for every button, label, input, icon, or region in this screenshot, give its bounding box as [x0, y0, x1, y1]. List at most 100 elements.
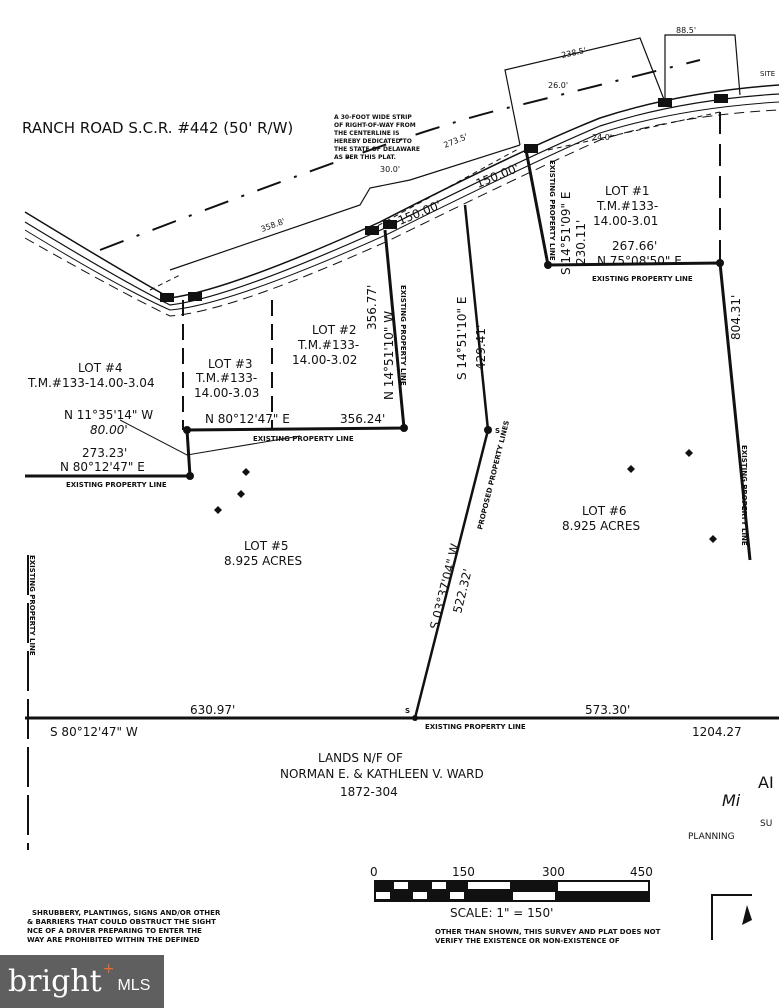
svg-text:T.M.#133-: T.M.#133-: [596, 199, 658, 213]
svg-text:NORMAN E. & KATHLEEN V. WARD: NORMAN E. & KATHLEEN V. WARD: [280, 767, 484, 781]
svg-text:804.31': 804.31': [729, 295, 743, 340]
svg-text:30.0': 30.0': [380, 165, 400, 174]
svg-text:EXISTING PROPERTY LINE: EXISTING PROPERTY LINE: [66, 481, 167, 489]
north-arrow-icon: [742, 905, 752, 925]
svg-text:N 75°08'50" E: N 75°08'50" E: [597, 254, 682, 268]
svg-text:& BARRIERS THAT COULD OBSTRUCT: & BARRIERS THAT COULD OBSTRUCT THE SIGHT: [27, 918, 216, 926]
svg-text:NCE OF A DRIVER PREPARING TO E: NCE OF A DRIVER PREPARING TO ENTER THE: [27, 927, 202, 935]
svg-text:273.23': 273.23': [82, 446, 127, 460]
neighbor-label: LANDS N/F OF NORMAN E. & KATHLEEN V. WAR…: [280, 751, 484, 799]
svg-text:S 80°12'47" W: S 80°12'47" W: [50, 725, 138, 739]
svg-text:630.97': 630.97': [190, 703, 235, 717]
lot-1-label: LOT #1T.M.#133-14.00-3.01: [593, 184, 658, 228]
svg-text:80.00': 80.00': [90, 423, 128, 437]
svg-text:267.66': 267.66': [612, 239, 657, 253]
svg-text:8.925 ACRES: 8.925 ACRES: [224, 554, 302, 568]
svg-text:SITE: SITE: [760, 70, 775, 78]
bearings: S 14°51'09" E 230.11' 267.66' N 75°08'50…: [50, 192, 743, 739]
svg-text:8.925 ACRES: 8.925 ACRES: [562, 519, 640, 533]
svg-text:S 14°51'10" E: S 14°51'10" E: [455, 297, 469, 380]
svg-text:T.M.#133-14.00-3.04: T.M.#133-14.00-3.04: [27, 376, 155, 390]
title-block: AI Mi SU PLANNING: [688, 773, 774, 940]
svg-text:EXISTING PROPERTY LINE: EXISTING PROPERTY LINE: [399, 285, 407, 386]
entrance-markers: [160, 94, 728, 302]
svg-text:LANDS N/F OF: LANDS N/F OF: [318, 751, 403, 765]
scale-label: SCALE: 1" = 150': [450, 906, 553, 920]
svg-text:N 14°51'10" W: N 14°51'10" W: [382, 311, 396, 400]
svg-text:OTHER THAN SHOWN, THIS SURVEY: OTHER THAN SHOWN, THIS SURVEY AND PLAT D…: [435, 928, 661, 936]
svg-text:LOT #1: LOT #1: [605, 184, 650, 198]
note-right: OTHER THAN SHOWN, THIS SURVEY AND PLAT D…: [435, 928, 661, 945]
svg-text:356.24': 356.24': [340, 412, 385, 426]
svg-text:N 11°35'14" W: N 11°35'14" W: [64, 408, 153, 422]
svg-text:EXISTING PROPERTY LINE: EXISTING PROPERTY LINE: [425, 723, 526, 731]
svg-text:300: 300: [542, 865, 565, 879]
svg-text:LOT #6: LOT #6: [582, 504, 627, 518]
svg-text:429.41': 429.41': [474, 325, 488, 370]
svg-text:238.5': 238.5': [561, 46, 587, 60]
svg-text:273.5': 273.5': [442, 132, 469, 150]
svg-text:EXISTING PROPERTY LINE: EXISTING PROPERTY LINE: [592, 275, 693, 283]
svg-text:SU: SU: [760, 819, 772, 829]
svg-text:HEREBY DEDICATED TO: HEREBY DEDICATED TO: [334, 138, 412, 145]
svg-text:OF RIGHT-OF-WAY FROM: OF RIGHT-OF-WAY FROM: [334, 122, 416, 129]
svg-text:AS PER THIS PLAT.: AS PER THIS PLAT.: [334, 154, 396, 161]
svg-text:THE STATE OF DELAWARE: THE STATE OF DELAWARE: [334, 146, 420, 153]
svg-text:88.5': 88.5': [676, 26, 696, 35]
svg-text:THE CENTERLINE IS: THE CENTERLINE IS: [334, 130, 399, 137]
svg-text:N 80°12'47" E: N 80°12'47" E: [205, 412, 290, 426]
svg-text:450: 450: [630, 865, 653, 879]
road-title: RANCH ROAD S.C.R. #442 (50' R/W): [22, 119, 293, 137]
svg-text:EXISTING PROPERTY LINE: EXISTING PROPERTY LINE: [548, 160, 556, 261]
lot-5-label: LOT #58.925 ACRES: [224, 539, 302, 568]
svg-text:PLANNING: PLANNING: [688, 832, 735, 842]
watermark-suffix: MLS: [117, 976, 151, 994]
svg-text:T.M.#133-: T.M.#133-: [297, 338, 359, 352]
note-left: SHRUBBERY, PLANTINGS, SIGNS AND/OR OTHER…: [27, 909, 221, 944]
svg-text:24.0': 24.0': [592, 133, 612, 142]
lot-3-label: LOT #3T.M.#133-14.00-3.03: [194, 357, 259, 400]
svg-text:LOT #5: LOT #5: [244, 539, 289, 553]
svg-text:S 14°51'09" E: S 14°51'09" E: [559, 192, 573, 275]
lot-6-label: LOT #68.925 ACRES: [562, 504, 640, 533]
svg-text:VERIFY THE EXISTENCE OR NON-EX: VERIFY THE EXISTENCE OR NON-EXISTENCE OF: [435, 937, 620, 945]
bright-mls-watermark: bright + MLS: [0, 955, 164, 1008]
svg-text:PROPOSED PROPERTY LINES: PROPOSED PROPERTY LINES: [476, 420, 511, 531]
svg-text:WAY ARE PROHIBITED WITHIN THE: WAY ARE PROHIBITED WITHIN THE DEFINED: [27, 936, 200, 944]
svg-text:EXISTING PROPERTY LINE: EXISTING PROPERTY LINE: [740, 445, 748, 546]
scale-bar: 0 150 300 450 SCALE: 1" = 150': [370, 865, 653, 920]
svg-text:LOT #2: LOT #2: [312, 323, 357, 337]
svg-text:356.77': 356.77': [365, 285, 379, 330]
svg-text:1872-304: 1872-304: [340, 785, 398, 799]
svg-text:AI: AI: [758, 773, 774, 792]
svg-text:EXISTING PROPERTY LINE: EXISTING PROPERTY LINE: [253, 435, 354, 443]
plus-icon: +: [102, 961, 115, 977]
svg-text:573.30': 573.30': [585, 703, 630, 717]
svg-text:S: S: [405, 707, 410, 715]
svg-text:0: 0: [370, 865, 378, 879]
svg-text:150.00': 150.00': [474, 161, 521, 191]
svg-text:SHRUBBERY, PLANTINGS, SIGNS AN: SHRUBBERY, PLANTINGS, SIGNS AND/OR OTHER: [32, 909, 221, 917]
svg-text:LOT #4: LOT #4: [78, 361, 123, 375]
watermark-brand: bright: [8, 964, 102, 999]
svg-text:14.00-3.01: 14.00-3.01: [593, 214, 658, 228]
lot-4-label: LOT #4T.M.#133-14.00-3.04: [27, 361, 155, 390]
svg-text:14.00-3.02: 14.00-3.02: [292, 353, 357, 367]
svg-text:A 30-FOOT WIDE STRIP: A 30-FOOT WIDE STRIP: [334, 114, 412, 121]
svg-text:N 80°12'47" E: N 80°12'47" E: [60, 460, 145, 474]
svg-text:1204.27: 1204.27: [692, 725, 742, 739]
svg-text:14.00-3.03: 14.00-3.03: [194, 386, 259, 400]
svg-text:26.0': 26.0': [548, 81, 568, 90]
svg-text:150: 150: [452, 865, 475, 879]
road: [24, 34, 779, 317]
svg-text:T.M.#133-: T.M.#133-: [195, 371, 257, 385]
svg-text:230.11': 230.11': [574, 220, 588, 265]
survey-points: [183, 259, 724, 721]
svg-text:LOT #3: LOT #3: [208, 357, 253, 371]
svg-text:EXISTING PROPERTY LINE: EXISTING PROPERTY LINE: [28, 555, 36, 656]
row-note: A 30-FOOT WIDE STRIP OF RIGHT-OF-WAY FRO…: [334, 114, 420, 161]
lot-2-label: LOT #2T.M.#133-14.00-3.02: [292, 323, 359, 367]
svg-text:Mi: Mi: [722, 791, 741, 810]
